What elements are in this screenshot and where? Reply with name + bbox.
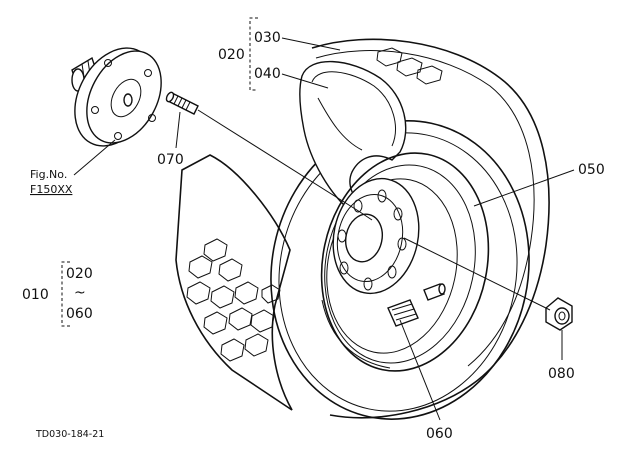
label-group-010: 010 <box>22 287 49 303</box>
valve-stem-icon <box>387 283 446 327</box>
label-part-040: 040 <box>254 66 281 82</box>
label-group-020: 020 <box>218 47 245 63</box>
inner-tube-icon <box>299 60 407 213</box>
label-range-to: 060 <box>66 306 93 322</box>
label-part-030: 030 <box>254 30 281 46</box>
fig-no-value: F150XX <box>30 183 73 196</box>
leader-lines <box>73 37 575 421</box>
label-part-070: 070 <box>157 152 184 168</box>
label-part-050: 050 <box>578 162 605 178</box>
drawing-code: TD030-184-21 <box>35 429 104 440</box>
label-part-080: 080 <box>548 366 575 382</box>
fig-no-label: Fig.No. <box>30 168 67 181</box>
label-part-060: 060 <box>426 426 453 442</box>
label-range-from: 020 <box>66 266 93 282</box>
wheel-rim-icon <box>320 152 490 372</box>
wheel-hub-icon <box>71 47 162 147</box>
label-range-tilde: ~ <box>74 285 86 301</box>
wheel-nut-icon <box>545 297 573 331</box>
hub-bolt-icon <box>165 91 199 115</box>
tire-icon <box>175 38 550 420</box>
group-bracket-020 <box>249 17 258 91</box>
group-bracket-010 <box>61 261 70 327</box>
